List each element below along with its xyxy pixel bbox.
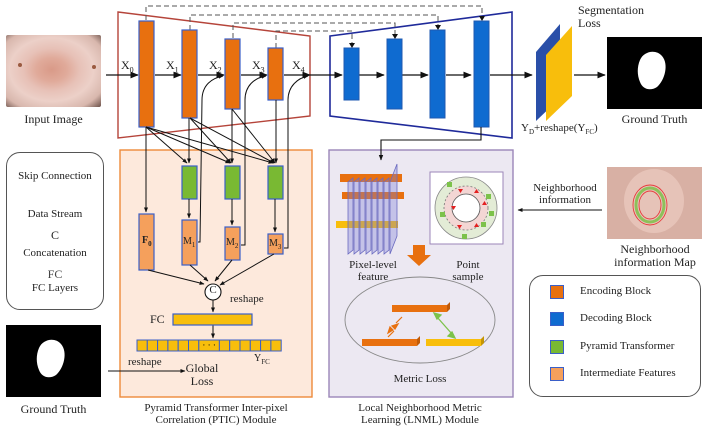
input-image-label: Input Image (24, 112, 83, 126)
metric-embeddings (362, 302, 484, 346)
encoding-block-2 (224, 38, 241, 110)
concat-node (204, 283, 222, 301)
push-arrow-icon (432, 311, 457, 340)
m2-label: M2 (226, 237, 239, 250)
swatch-encoding (550, 285, 564, 299)
swatch-intermediate (550, 367, 564, 381)
fc-layer (172, 313, 253, 326)
legend-encoding-block: Encoding Block (580, 285, 652, 297)
lnml-input-arrow (378, 127, 482, 161)
yfc-cell (249, 339, 262, 352)
concat-node-symbol: C (209, 284, 217, 296)
swatch-transformer (550, 340, 564, 354)
yfc-vector: · · · (136, 339, 282, 352)
legend-pyramid-transformer: Pyramid Transformer (580, 340, 675, 352)
legend-left (6, 152, 104, 310)
decoding-block-3 (473, 20, 490, 128)
output-formula-label: YD+reshape(YFC) (521, 122, 598, 137)
ground-truth-bottom-label: Ground Truth (20, 402, 87, 416)
transformer-2 (224, 165, 241, 200)
output-plane-fc (546, 26, 572, 121)
yfc-cell (239, 339, 251, 352)
swatch-decoding (550, 312, 564, 326)
decoding-blocks (343, 20, 490, 128)
yfc-cell (167, 339, 179, 352)
legend-concatenation: Concatenation (23, 247, 87, 259)
legend-decoding-block: Decoding Block (580, 312, 652, 324)
reshape-top-label: reshape (230, 293, 264, 305)
yfc-cell (218, 339, 231, 352)
concat-symbol: C (50, 228, 59, 242)
skip-arrowheads (349, 16, 485, 48)
fc-text-icon: FC (47, 267, 63, 281)
m1-label: M1 (183, 236, 196, 249)
encoding-block-3 (267, 47, 284, 101)
decoding-block-0 (343, 47, 360, 101)
pull-arrow-icon (386, 316, 403, 338)
m3-label: M3 (269, 238, 282, 251)
ground-truth-top-label: Ground Truth (621, 112, 688, 126)
feature-label-x2: X2 (209, 58, 222, 75)
yfc-cell (136, 339, 148, 352)
encoding-block-1 (181, 29, 198, 119)
encoder-to-transformer-lines (144, 100, 278, 213)
reshape-bottom-label: reshape (128, 356, 162, 368)
legend-skip-connection: Skip Connection (18, 170, 92, 182)
feature-label-x1: X1 (166, 58, 179, 75)
feature-f0 (138, 213, 155, 271)
encoder-frame (117, 11, 311, 139)
fc-label: FC (150, 312, 165, 326)
metric-loss-ellipse (344, 276, 496, 364)
feature-m3 (267, 233, 284, 255)
intermediate-features (138, 213, 284, 271)
feedback-curves (198, 74, 309, 249)
feature-label-x0: X0 (121, 58, 134, 75)
feature-label-x4: X4 (292, 58, 305, 75)
yfc-cell (157, 339, 169, 352)
yfc-cell (177, 339, 189, 352)
feature-m2 (224, 226, 241, 261)
yfc-cell (146, 339, 159, 352)
down-arrow-icon (407, 245, 431, 266)
feature-label-x3: X3 (252, 58, 265, 75)
point-sample-ring (434, 176, 498, 240)
input-image (6, 35, 101, 107)
legend-data-stream: Data Stream (27, 208, 83, 220)
transformer-1 (181, 165, 198, 200)
f0-label: F0 (142, 235, 152, 248)
yfc-cell (188, 339, 200, 352)
legend-fc-layers: FC Layers (31, 282, 79, 294)
yfc-label: YFC (254, 353, 270, 366)
transformer-3 (267, 165, 284, 200)
decoding-block-2 (429, 29, 446, 119)
yfc-cell (229, 339, 241, 352)
metric-loss-label: Metric Loss (393, 373, 447, 385)
encoding-block-0 (138, 20, 155, 128)
decoder-frame (329, 11, 513, 139)
skip-connections (145, 5, 483, 48)
yfc-dots: · · · (202, 340, 216, 350)
pyramid-transformers (181, 165, 284, 200)
legend-intermediate-features: Intermediate Features (580, 367, 676, 379)
feature-m1 (181, 219, 198, 266)
pixel-level-feature-stack (336, 163, 404, 255)
yfc-cell (270, 339, 282, 352)
decoding-block-1 (386, 38, 403, 110)
yfc-cell (260, 339, 272, 352)
